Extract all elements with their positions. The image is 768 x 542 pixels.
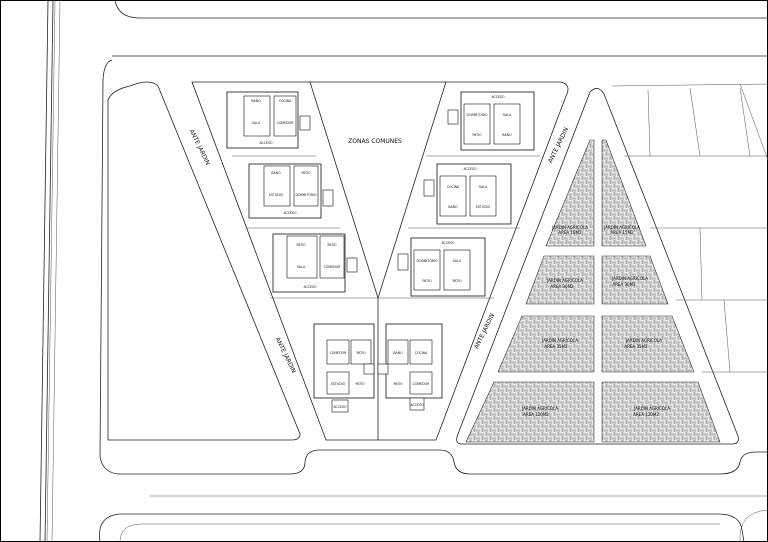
room-label: BAÑO — [502, 132, 512, 137]
ante-jardin-label: ANTE JARDIN — [274, 336, 297, 374]
room-label: PATIO — [472, 133, 482, 137]
room-label: ESTUDIO — [331, 382, 346, 386]
room-label: SALA — [503, 113, 512, 117]
room-label: ACCESO — [410, 403, 424, 407]
room-label: DORMITORIO — [296, 193, 317, 197]
right-block-top — [611, 83, 768, 87]
house: BAÑO COCINA PATIO COMEDOR ACCESO — [377, 323, 443, 411]
garden-label: JARDIN AGRICOLA — [521, 406, 558, 411]
garden-plot — [601, 381, 721, 443]
room-label: SALA — [453, 259, 462, 263]
room-label: BAÑO — [393, 350, 403, 355]
house: BAÑO ESTUDIO PATIO DORMITORIO ACCESO — [248, 163, 334, 219]
room-label: ACCESO — [463, 167, 477, 171]
house: DORMITORIO PATIO SALA BAÑO ACCESO — [447, 91, 535, 151]
room-label: ACCESO — [333, 405, 347, 409]
room-label: PATIO — [422, 279, 432, 283]
ante-jardin-label: ANTE JARDIN — [547, 126, 570, 164]
room-label: COCINA — [279, 99, 292, 103]
garden-plot — [601, 139, 647, 247]
room-label: COMEDOR — [330, 351, 347, 355]
room-label: BAÑO — [251, 98, 261, 103]
garden-plots — [465, 139, 721, 443]
room-label: COMEDOR — [324, 265, 341, 269]
room-label: BAÑO — [448, 204, 458, 209]
room-label: PATIO — [355, 382, 365, 386]
room-label: SALA — [479, 185, 488, 189]
central-block — [191, 81, 569, 441]
grid-line — [723, 299, 731, 373]
grid-line — [699, 227, 703, 301]
house: COMEDOR PATIO ESTUDIO PATIO ACCESO — [313, 323, 375, 413]
garden-label: JARDIN AGRICOLA — [611, 276, 648, 281]
ante-jardin-label: ANTE JARDIN — [188, 128, 211, 166]
top-block-edge — [114, 0, 768, 19]
garden-area: AREA 120M2 — [633, 412, 659, 417]
ante-jardin-left-area — [107, 81, 301, 441]
house: BAÑO SALA COCINA COMEDOR ACCESO — [226, 91, 311, 149]
room-label: PATIO — [327, 243, 337, 247]
room-label: BAÑO — [271, 170, 281, 175]
bottom-block-inner — [119, 523, 720, 542]
grid-line — [739, 87, 751, 157]
main-block-outline — [99, 59, 768, 475]
room-label: ESTUDIO — [269, 193, 284, 197]
garden-area: AREA 10M2 — [558, 230, 582, 235]
room-label: ACCESO — [303, 285, 317, 289]
garden-area: AREA 35M2 — [544, 344, 568, 349]
garden-label: JARDIN AGRICOLA — [551, 225, 588, 230]
room-label: ACCESO — [441, 241, 455, 245]
room-label: PATIO — [393, 382, 403, 386]
garden-plot — [465, 381, 595, 443]
garden-plot — [601, 315, 695, 373]
garden-area: AREA 30M2 — [612, 282, 636, 287]
garden-label: JARDIN AGRICOLA — [546, 278, 583, 283]
house: COCINA BAÑO SALA ESTUDIO ACCESO — [423, 163, 512, 225]
room-label: ACCESO — [283, 211, 297, 215]
garden-plot — [545, 139, 595, 247]
garden-plot — [601, 255, 669, 305]
room-label: PATIO — [452, 279, 462, 283]
room-label: SALA — [297, 265, 306, 269]
room-label: PATIO — [356, 351, 366, 355]
room-label: DORMITORIO — [417, 259, 438, 263]
room-label: PATIO — [301, 171, 311, 175]
garden-area: AREA 15M2 — [610, 230, 634, 235]
right-block-diag — [739, 83, 768, 161]
room-label: ACCESO — [491, 95, 505, 99]
bottom-block-edge — [99, 513, 745, 542]
grid-line — [647, 89, 651, 157]
house: PATIO SALA PATIO COMEDOR ACCESO — [272, 233, 358, 293]
room-label: ESTUDIO — [476, 205, 491, 209]
garden-plot — [497, 315, 595, 373]
garden-area: AREA 30M2 — [550, 284, 574, 289]
room-label: DORMITORIO — [467, 113, 488, 117]
bottom-right-curve — [739, 509, 768, 542]
room-label: COCINA — [447, 185, 460, 189]
room-label: PATIO — [296, 243, 306, 247]
room-label: COMEDOR — [277, 121, 294, 125]
zonas-comunes-left — [309, 81, 379, 299]
garden-label: JARDIN AGRICOLA — [633, 406, 670, 411]
room-label: ACCESO — [259, 141, 273, 145]
garden-area: AREA 35M2 — [624, 344, 648, 349]
zonas-comunes-right — [377, 81, 447, 299]
grid-line — [689, 87, 701, 157]
garden-area: AREA 120M2 — [523, 412, 549, 417]
house: DORMITORIO PATIO SALA PATIO ACCESO — [397, 237, 486, 297]
room-label: SALA — [252, 121, 261, 125]
avenue-left — [39, 0, 61, 542]
room-label: COCINA — [415, 351, 428, 355]
room-label: COMEDOR — [413, 382, 430, 386]
garden-label: JARDIN AGRICOLA — [603, 225, 640, 230]
zonas-comunes-label: ZONAS COMUNES — [348, 138, 402, 145]
garden-label: JARDIN AGRICOLA — [541, 338, 578, 343]
garden-plot — [525, 255, 595, 305]
right-block — [456, 88, 739, 445]
garden-label: JARDIN AGRICOLA — [625, 338, 662, 343]
